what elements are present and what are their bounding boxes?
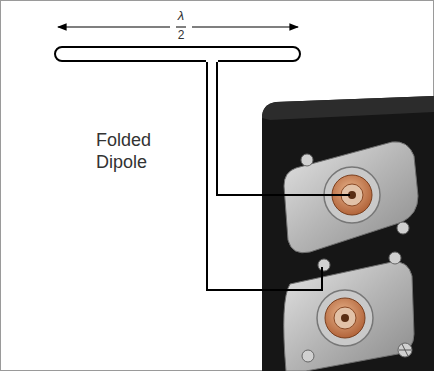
fraction-numerator: λ bbox=[174, 8, 188, 24]
dimension-arrow bbox=[192, 26, 298, 27]
feed-line bbox=[217, 62, 350, 195]
folded-dipole bbox=[55, 47, 300, 61]
fraction-denominator: 2 bbox=[174, 28, 188, 42]
radio-panel-photo bbox=[262, 96, 434, 371]
antenna-label: Folded Dipole bbox=[96, 130, 176, 173]
fraction-bar bbox=[176, 27, 186, 28]
feed-line bbox=[207, 62, 322, 290]
dimension-arrow bbox=[58, 26, 170, 27]
